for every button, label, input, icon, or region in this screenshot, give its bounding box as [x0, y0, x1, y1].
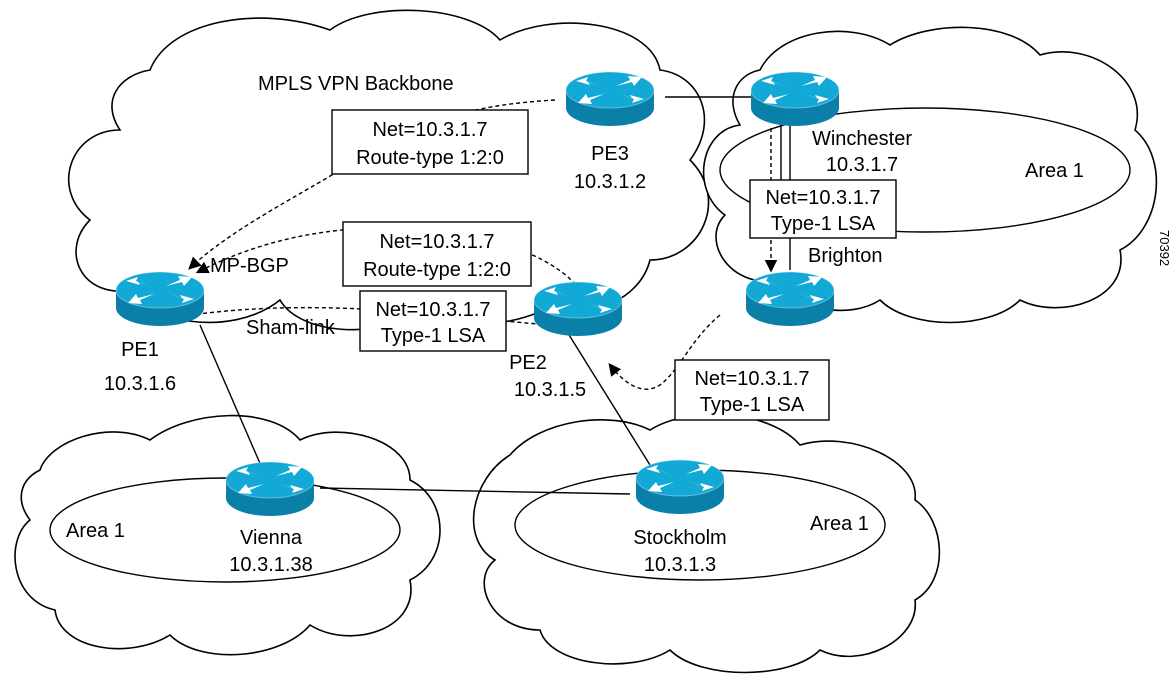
pe2-ip: 10.3.1.5 — [514, 379, 586, 401]
router-pe2 — [533, 281, 623, 337]
vienna-area-label: Area 1 — [66, 520, 125, 542]
router-brighton — [745, 271, 835, 327]
winchester-area-label: Area 1 — [1025, 160, 1084, 182]
backbone-label: MPLS VPN Backbone — [258, 73, 454, 95]
winchester-ip: 10.3.1.7 — [826, 154, 898, 176]
svg-text:Type-1 LSA: Type-1 LSA — [381, 325, 486, 347]
pe3-ip: 10.3.1.2 — [574, 171, 646, 193]
router-pe1 — [115, 271, 205, 327]
svg-text:Net=10.3.1.7: Net=10.3.1.7 — [375, 299, 490, 321]
stockholm-area-label: Area 1 — [810, 513, 869, 535]
svg-text:Route-type 1:2:0: Route-type 1:2:0 — [363, 259, 511, 281]
vienna-area-ellipse — [49, 477, 401, 583]
vienna-name: Vienna — [240, 527, 303, 549]
figure-id: 70392 — [1157, 230, 1170, 266]
svg-text:Route-type 1:2:0: Route-type 1:2:0 — [356, 147, 504, 169]
router-vienna — [225, 461, 315, 517]
router-stockholm — [635, 459, 725, 515]
svg-text:Type-1 LSA: Type-1 LSA — [700, 394, 805, 416]
brighton-to-pe2-path — [608, 314, 721, 390]
sham-lsa-box: Net=10.3.1.7 Type-1 LSA — [359, 290, 507, 352]
svg-text:Net=10.3.1.7: Net=10.3.1.7 — [379, 231, 494, 253]
router-pe3 — [565, 71, 655, 127]
stockholm-name: Stockholm — [633, 527, 726, 549]
vienna-area-cloud — [14, 414, 441, 656]
router-winchester — [750, 71, 840, 127]
svg-text:Net=10.3.1.7: Net=10.3.1.7 — [765, 187, 880, 209]
svg-text:Net=10.3.1.7: Net=10.3.1.7 — [694, 368, 809, 390]
link-pe2-stockholm — [565, 329, 651, 466]
svg-text:Net=10.3.1.7: Net=10.3.1.7 — [372, 119, 487, 141]
mpbgp-route-box: Net=10.3.1.7 Route-type 1:2:0 — [342, 221, 532, 287]
brighton-lsa-box: Net=10.3.1.7 Type-1 LSA — [674, 359, 830, 421]
mp-bgp-label: MP-BGP — [210, 255, 289, 277]
svg-text:Type-1 LSA: Type-1 LSA — [771, 213, 876, 235]
brighton-name: Brighton — [808, 245, 883, 267]
winchester-area-ellipse — [719, 107, 1131, 233]
winchester-lsa-box: Net=10.3.1.7 Type-1 LSA — [749, 179, 897, 239]
pe3-route-box: Net=10.3.1.7 Route-type 1:2:0 — [331, 109, 529, 175]
pe2-name: PE2 — [509, 352, 547, 374]
link-vienna-stockholm — [319, 487, 631, 495]
winchester-name: Winchester — [812, 128, 912, 150]
stockholm-ip: 10.3.1.3 — [644, 554, 716, 576]
vienna-ip: 10.3.1.38 — [229, 554, 312, 576]
pe1-ip: 10.3.1.6 — [104, 373, 176, 395]
link-pe1-vienna — [199, 324, 263, 469]
sham-link-label: Sham-link — [246, 317, 336, 339]
pe1-name: PE1 — [121, 339, 159, 361]
pe3-name: PE3 — [591, 143, 629, 165]
